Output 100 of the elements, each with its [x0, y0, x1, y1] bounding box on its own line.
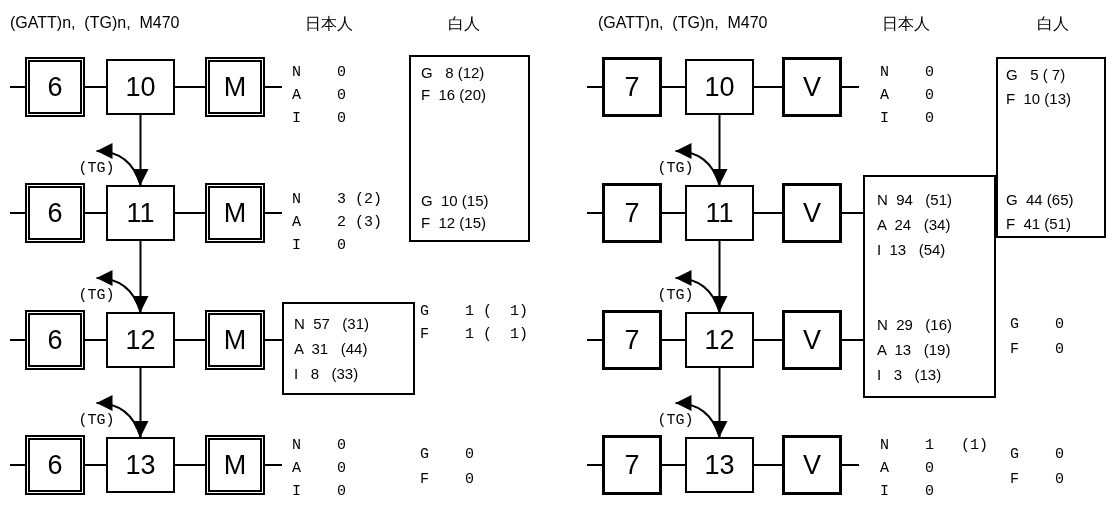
table-row: G 8 (12): [421, 63, 485, 83]
marker-box: V: [782, 435, 842, 495]
repeat-box: 13: [685, 437, 754, 493]
connector-line: [174, 212, 206, 214]
frequency-row: A 0: [292, 459, 346, 479]
column-header: 日本人: [882, 14, 930, 34]
connector-line: [661, 339, 686, 341]
marker-box: M: [205, 57, 265, 117]
marker-box: M: [205, 183, 265, 243]
marker-box: 6: [25, 310, 85, 370]
marker-box: 6: [25, 435, 85, 495]
marker-box: 7: [602, 435, 662, 495]
frequency-row: I 0: [292, 482, 346, 502]
table-row: N 57 (31): [294, 314, 370, 334]
marker-box: M: [205, 435, 265, 495]
arrow: [132, 114, 149, 186]
column-header: 日本人: [305, 14, 353, 34]
curved-arrow: [95, 395, 142, 438]
marker-box: 6: [25, 183, 85, 243]
connector-line: [661, 464, 686, 466]
connector-line: [753, 86, 783, 88]
table-row: I 8 (33): [294, 364, 359, 384]
frequency-row: F 0: [420, 470, 474, 490]
frequency-row: I 0: [880, 482, 934, 502]
table-row: A 31 (44): [294, 339, 368, 359]
marker-box: V: [782, 57, 842, 117]
repeat-box: 12: [685, 312, 754, 368]
arrow: [711, 114, 728, 186]
table-row: F 16 (20): [421, 85, 487, 105]
table-row: A 24 (34): [877, 215, 951, 235]
frequency-row: F 0: [1010, 340, 1064, 360]
repeat-box: 11: [106, 185, 175, 241]
repeat-box: 13: [106, 437, 175, 493]
repeat-box: 11: [685, 185, 754, 241]
marker-box: V: [782, 183, 842, 243]
edge-label: (TG): [78, 159, 115, 179]
table-row: G 5 ( 7): [1006, 65, 1066, 85]
marker-box: 7: [602, 183, 662, 243]
connector-line: [174, 339, 206, 341]
connector-line: [174, 86, 206, 88]
frequency-row: A 0: [880, 86, 934, 106]
table-row: N 94 (51): [877, 190, 953, 210]
connector-line: [264, 339, 283, 341]
frequency-row: N 3 (2): [292, 190, 382, 210]
frequency-row: G 0: [420, 445, 474, 465]
edge-label: (TG): [657, 286, 694, 306]
curved-arrow: [95, 143, 142, 186]
repeat-box: 12: [106, 312, 175, 368]
frequency-row: I 0: [292, 109, 346, 129]
repeat-box: 10: [685, 59, 754, 115]
marker-box: 7: [602, 57, 662, 117]
frequency-table: [996, 57, 1106, 238]
arrow: [132, 240, 149, 313]
connector-line: [841, 464, 860, 466]
table-row: F 12 (15): [421, 213, 487, 233]
marker-box: M: [205, 310, 265, 370]
connector-line: [84, 464, 107, 466]
connector-line: [264, 464, 283, 466]
connector-line: [84, 339, 107, 341]
connector-line: [841, 212, 864, 214]
frequency-row: F 0: [1010, 470, 1064, 490]
frequency-row: I 0: [880, 109, 934, 129]
frequency-row: G 0: [1010, 315, 1064, 335]
connector-line: [174, 464, 206, 466]
frequency-row: A 0: [880, 459, 934, 479]
arrow: [711, 240, 728, 313]
frequency-table: [409, 55, 530, 242]
frequency-row: N 0: [292, 436, 346, 456]
frequency-row: I 0: [292, 236, 346, 256]
marker-box: 7: [602, 310, 662, 370]
arrow: [711, 367, 728, 438]
connector-line: [661, 212, 686, 214]
connector-line: [9, 464, 26, 466]
connector-line: [841, 339, 864, 341]
connector-line: [586, 339, 603, 341]
table-row: I 13 (54): [877, 240, 946, 260]
table-row: G 10 (15): [421, 191, 489, 211]
connector-line: [586, 464, 603, 466]
connector-line: [661, 86, 686, 88]
curved-arrow: [674, 270, 721, 313]
curved-arrow: [95, 270, 142, 313]
connector-line: [841, 86, 860, 88]
frequency-row: G 1 ( 1): [420, 302, 529, 322]
marker-box: 6: [25, 57, 85, 117]
connector-line: [9, 212, 26, 214]
table-row: I 3 (13): [877, 365, 942, 385]
connector-line: [753, 339, 783, 341]
table-row: G 44 (65): [1006, 190, 1074, 210]
column-header: (GATT)n, (TG)n, M470: [10, 14, 180, 32]
frequency-row: F 1 ( 1): [420, 325, 529, 345]
frequency-row: N 1 (1): [880, 436, 989, 456]
frequency-table: [863, 175, 996, 398]
column-header: 白人: [1037, 14, 1069, 34]
curved-arrow: [674, 143, 721, 186]
edge-label: (TG): [657, 411, 694, 431]
connector-line: [9, 339, 26, 341]
connector-line: [84, 212, 107, 214]
table-row: F 41 (51): [1006, 214, 1072, 234]
connector-line: [586, 86, 603, 88]
table-row: A 13 (19): [877, 340, 951, 360]
